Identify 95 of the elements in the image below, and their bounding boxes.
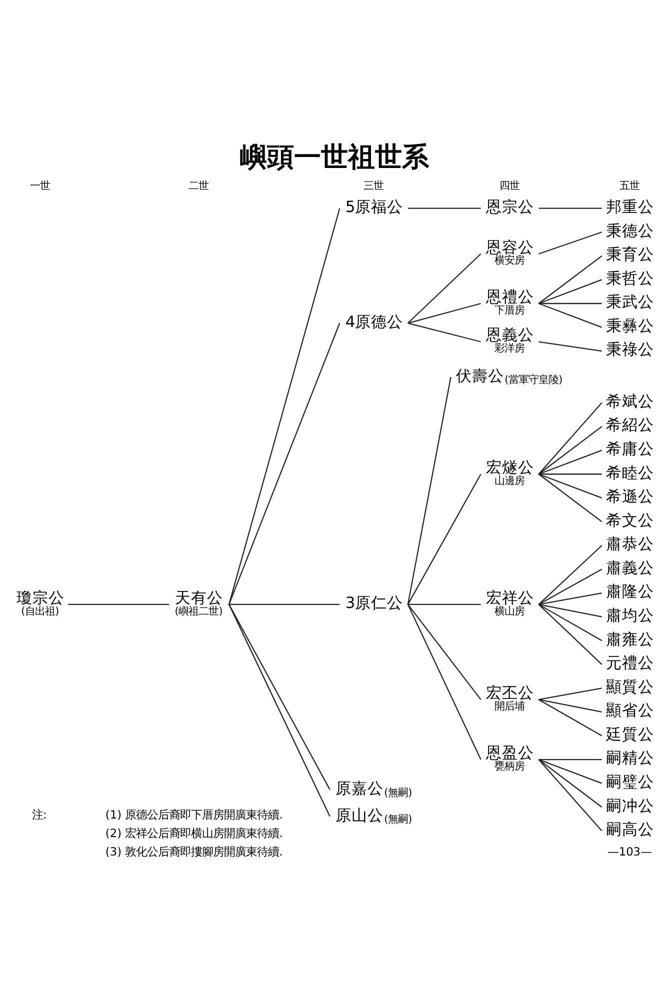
node-text: 4原德公	[345, 312, 404, 330]
node-text: 宏祥公 横山房	[486, 588, 534, 617]
connector	[228, 208, 340, 604]
node-text: 瓊宗公 (自出祖)	[16, 588, 64, 617]
connector	[538, 603, 602, 641]
connector	[538, 402, 602, 474]
label: —103—	[607, 844, 652, 858]
node-text: 肅雍公	[606, 630, 654, 648]
connector	[408, 603, 481, 604]
node-text: 邦重公	[606, 197, 654, 216]
connector	[538, 758, 602, 831]
node-text: 嗣冲公	[606, 796, 654, 814]
node-text: 恩宗公	[486, 197, 534, 216]
connector	[538, 302, 602, 328]
label: (1) 原德公后裔即下厝房開廣東待續.	[105, 806, 283, 821]
node-text: 恩盈公 甕柄房	[486, 744, 534, 772]
node-text: 秉彝公	[606, 316, 654, 334]
node-text: 肅均公	[606, 606, 654, 624]
label: (3) 敦化公后裔即摟腳房開廣東待續.	[105, 844, 283, 858]
node-text: 3原仁公	[345, 594, 404, 612]
connector	[538, 568, 602, 604]
node-text: 嗣精公	[606, 748, 654, 767]
connector	[538, 603, 602, 617]
connector	[538, 254, 602, 304]
connector	[408, 302, 481, 324]
node-text: 宏丕公 開后埔	[486, 684, 534, 712]
connector	[228, 322, 340, 604]
connector	[408, 207, 481, 208]
node-text: 希文公	[606, 510, 654, 529]
connector	[407, 604, 482, 760]
node-text: 肅恭公	[606, 534, 654, 553]
node-label: (無嗣)	[384, 813, 412, 826]
connector	[538, 473, 602, 522]
connector	[538, 698, 602, 736]
connector	[538, 302, 602, 304]
connector	[538, 473, 602, 498]
node-label: (無嗣)	[384, 786, 412, 798]
node-text: 希斌公	[606, 392, 654, 410]
connector	[538, 340, 602, 352]
connector	[538, 758, 602, 808]
label: 注:	[32, 806, 47, 821]
node-text: 元禮公	[606, 654, 654, 672]
node-text: 秉祿公	[606, 340, 654, 358]
diagram-title: 嶼頭一世祖世系	[240, 141, 429, 172]
connector	[408, 322, 481, 342]
node-label: (當軍守皇陵)	[504, 374, 563, 386]
node-text: 5原福公	[345, 197, 404, 216]
connector	[229, 603, 340, 604]
node-text: 恩義公 彩洋房	[486, 326, 534, 354]
node-text: 天有公 (嶼祖二世)	[174, 588, 224, 617]
node-text: 肅義公	[606, 558, 654, 576]
connector	[538, 231, 602, 254]
node-text: 恩禮公 下厝房	[486, 287, 534, 316]
label: 四世	[499, 180, 520, 192]
connector	[538, 698, 602, 712]
connector	[538, 758, 602, 760]
connector	[68, 603, 170, 604]
label: 二世	[188, 180, 209, 192]
node-text: 伏壽公	[456, 366, 504, 385]
node-text: 恩容公 横安房	[486, 238, 534, 266]
node-text: 希紹公	[606, 416, 654, 434]
connector	[407, 604, 482, 700]
connector	[407, 376, 452, 604]
node-text: 原嘉公	[336, 779, 384, 798]
node-text: 肅隆公	[606, 582, 654, 600]
connector	[538, 544, 602, 604]
label: (2) 宏祥公后裔即横山房開廣東待續.	[105, 825, 283, 840]
label: 三世	[363, 180, 384, 192]
node-text: 嗣璧公	[606, 772, 654, 790]
node-text: 希睦公	[606, 463, 654, 482]
node-text: 嗣高公	[606, 820, 654, 838]
connector	[538, 426, 602, 474]
connector	[538, 207, 602, 208]
node-text: 原山公	[336, 806, 384, 824]
connector	[407, 473, 482, 604]
connector	[538, 592, 602, 604]
node-text: 秉哲公	[606, 268, 654, 287]
connector	[538, 758, 602, 784]
connector	[538, 473, 602, 474]
connector	[538, 687, 602, 700]
node-text: 顯省公	[606, 701, 654, 720]
connector	[538, 278, 602, 304]
label: 一世	[30, 180, 50, 192]
connector	[538, 604, 602, 664]
node-text: 希庸公	[606, 439, 654, 458]
connector	[408, 252, 482, 324]
node-text: 顯質公	[606, 677, 654, 696]
node-text: 廷質公	[606, 724, 654, 743]
label: 五世	[619, 180, 640, 192]
node-text: 希遜公	[606, 487, 654, 506]
node-text: 宏燧公 山邊房	[486, 458, 534, 486]
node-text: 秉武公	[606, 292, 654, 311]
node-text: 秉育公	[606, 245, 654, 264]
connector	[538, 449, 602, 474]
node-text: 秉德公	[606, 221, 654, 240]
